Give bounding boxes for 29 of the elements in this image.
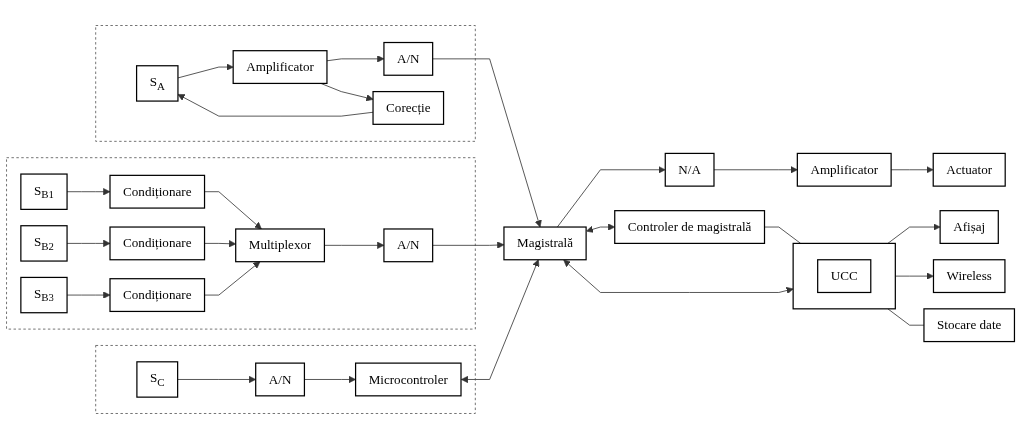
node-box: Multiplexor [235,228,326,263]
node-box: Magistrală [503,226,587,261]
node-box: S$_{A}$ [136,65,179,102]
connector [764,226,802,244]
node-box: Afișaj [939,210,999,244]
node-box: Controler de magistrală [614,210,766,244]
node-box: S$_{B1}$ [20,173,68,210]
node-box: A/N [383,41,434,76]
node-box: A/N [255,362,306,397]
node-box: Amplificator [232,50,328,85]
cluster [95,25,476,142]
node-box: S$_{B3}$ [20,276,68,314]
node-box: Condiționare [109,174,206,209]
node-box: Condiționare [109,278,206,313]
node-box: A/N [383,228,434,263]
node-box: Actuator [932,152,1006,187]
node-box: Stocare date [923,308,1016,343]
node-box: N/A [664,152,715,187]
node-box: Corecție [372,91,445,125]
node-box: S$_{C}$ [136,361,179,398]
node-box: Amplificator [796,152,892,187]
node-box: Microcontroler [354,362,462,397]
node-box: S$_{B2}$ [20,225,68,262]
node-box: Condiționare [109,226,206,261]
cluster [95,345,476,414]
node-box: Wireless [932,259,1006,294]
cluster [792,242,896,310]
cluster [6,157,476,330]
node-box: UCC [817,259,872,294]
